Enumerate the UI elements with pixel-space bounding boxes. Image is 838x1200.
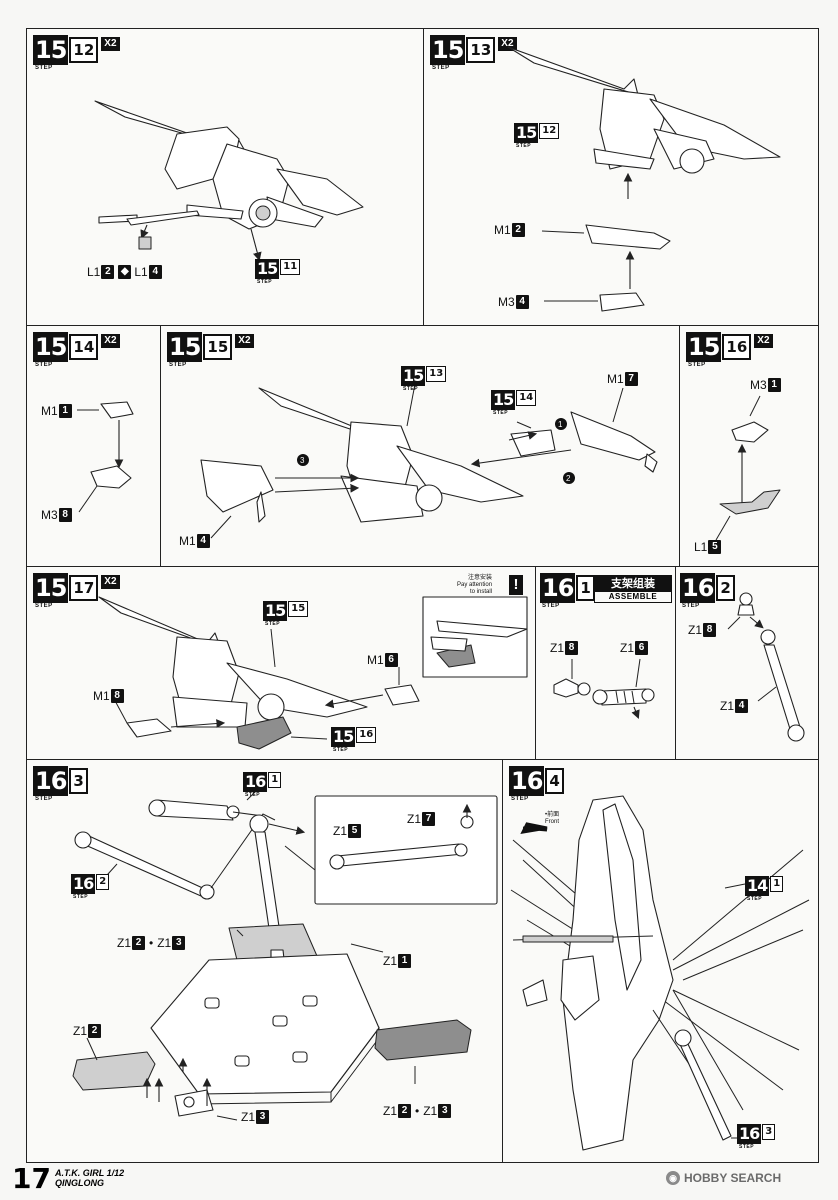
parts-illustration [715, 395, 781, 541]
svg-text:1: 1 [558, 420, 563, 429]
multiplier-badge: X2 [101, 575, 120, 589]
footer-branding: 17 A.T.K. GIRL 1/12 QINGLONG [12, 1165, 124, 1193]
svg-text:3: 3 [300, 456, 305, 465]
figure-on-stand-illustration [510, 795, 810, 1151]
stand-arm-parts-illustration [553, 658, 655, 720]
hobby-search-logo-icon: ◉ [666, 1171, 680, 1185]
multiplier-badge: X2 [101, 334, 120, 348]
swap-icon: ◆ [118, 265, 132, 279]
wing-unit-illustration [507, 46, 781, 312]
product-subtitle: QINGLONG [54, 1178, 104, 1188]
assemble-heading: 支架组装 ASSEMBLE [594, 575, 672, 603]
wing-assembly-illustration: 1 2 3 [200, 383, 658, 539]
wing-unit-illustration [94, 100, 364, 262]
parts-illustration [77, 401, 134, 513]
page-number: 17 [12, 1162, 51, 1195]
multiplier-badge: X2 [235, 334, 254, 348]
wing-assembly-illustration [98, 596, 528, 750]
stand-base-illustration [72, 783, 498, 1121]
multiplier-badge: X2 [498, 37, 517, 51]
warning-icon: ! [509, 575, 523, 595]
multiplier-badge: X2 [101, 37, 120, 51]
stand-arm-illustration [727, 592, 805, 742]
attention-note: 注意安装 Pay attention to install [457, 575, 493, 595]
product-name: A.T.K. GIRL 1/12 [54, 1168, 125, 1178]
svg-text:2: 2 [566, 474, 571, 483]
hobby-search-watermark: ◉ HOBBY SEARCH [666, 1171, 781, 1185]
multiplier-badge: X2 [754, 334, 773, 348]
front-indicator: •前面 Front [545, 812, 560, 825]
